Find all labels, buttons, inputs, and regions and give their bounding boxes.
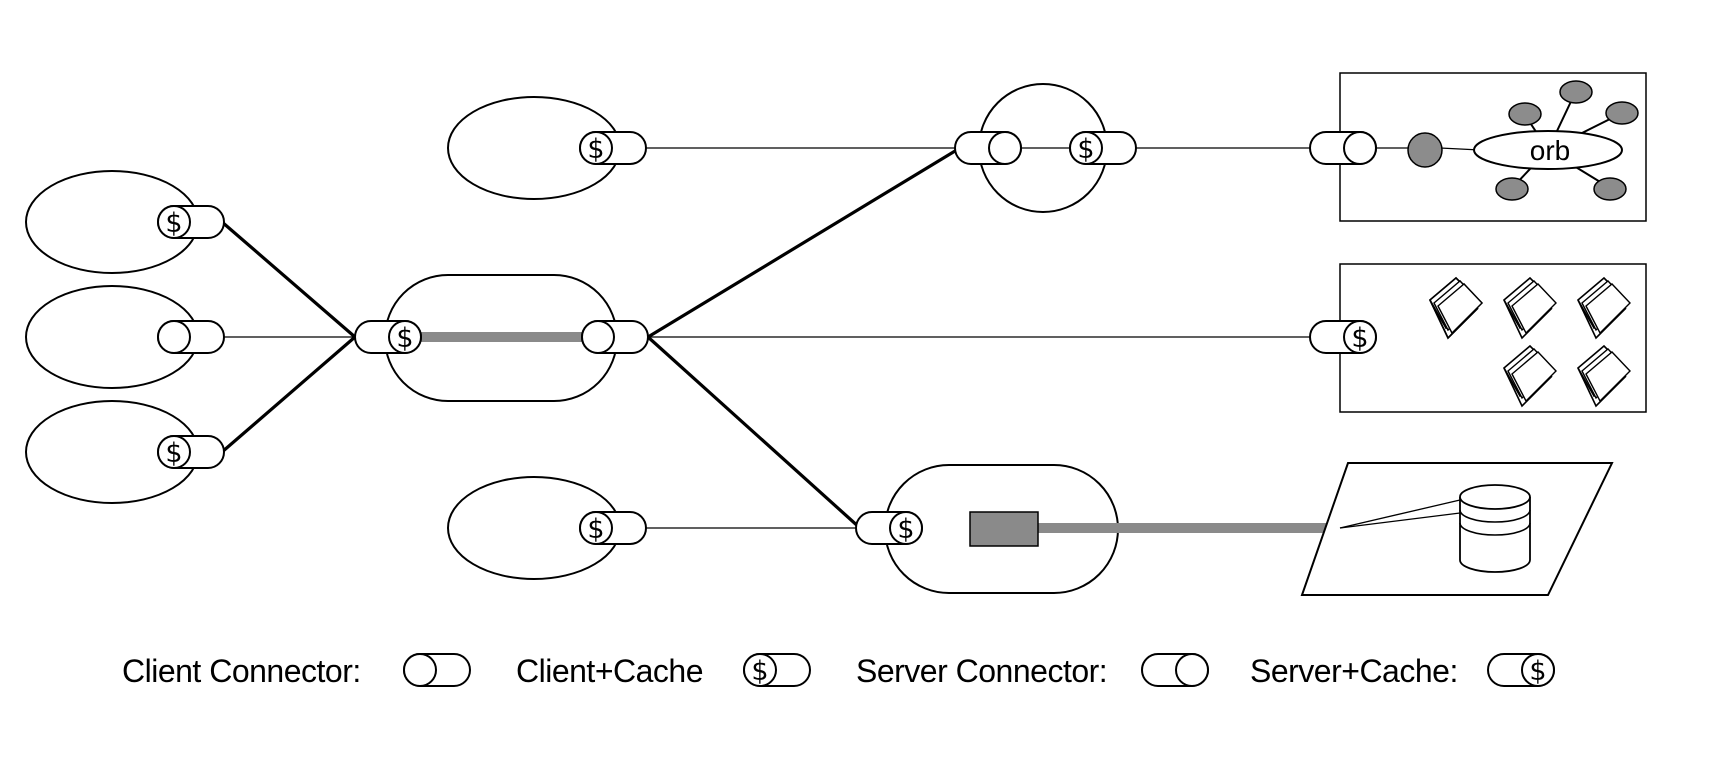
- orb-ellipse: [1473, 130, 1623, 170]
- folder-icon-5: [1576, 344, 1631, 408]
- orb-object-5: [1593, 177, 1627, 201]
- legend-server-cache-symbol: $: [1487, 653, 1555, 687]
- link-client1-to-gateway: [220, 220, 357, 339]
- svg-text:$: $: [751, 656, 768, 687]
- proxy-server-connector: [954, 131, 1022, 165]
- orb-label: orb: [1530, 135, 1570, 166]
- orb-server: orb: [1339, 72, 1647, 222]
- database-server: [1300, 462, 1614, 596]
- legend-server-cache-label: Server+Cache:: [1250, 653, 1458, 689]
- link-gateway-to-db-gateway: [646, 335, 862, 530]
- legend-server-connector-symbol: [1141, 653, 1209, 687]
- gateway-server-cache-connector: $: [354, 320, 422, 354]
- orb-object-1: [1508, 102, 1542, 126]
- link-gateway-to-proxy: [647, 146, 961, 339]
- connection-lines: [220, 146, 1310, 530]
- svg-text:$: $: [1351, 323, 1368, 354]
- legend-server-connector-label: Server Connector:: [856, 653, 1107, 689]
- svg-text:$: $: [1077, 134, 1094, 165]
- db-gateway-block: [969, 511, 1039, 547]
- svg-text:$: $: [396, 323, 413, 354]
- database-server-plane: [1300, 462, 1614, 596]
- svg-text:$: $: [587, 134, 604, 165]
- svg-text:$: $: [897, 514, 914, 545]
- legend-client-connector-label: Client Connector:: [122, 653, 361, 689]
- orb-object-4: [1495, 177, 1529, 201]
- file-server: [1339, 263, 1647, 413]
- svg-text:$: $: [165, 438, 182, 469]
- orb-object-3: [1605, 101, 1639, 125]
- svg-text:$: $: [1529, 656, 1546, 687]
- folder-icon-2: [1502, 276, 1557, 340]
- client-cache-connector-1: $: [157, 205, 225, 239]
- svg-text:$: $: [587, 514, 604, 545]
- proxy-client-cache-connector: $: [1069, 131, 1137, 165]
- legend-client-connector-symbol: [403, 653, 471, 687]
- client-connector-2: [157, 320, 225, 354]
- link-client3-to-gateway: [220, 335, 357, 454]
- orb-object-2: [1559, 80, 1593, 104]
- client-cache-connector-top: $: [579, 131, 647, 165]
- legend: Client Connector: Client+Cache $ Server …: [122, 653, 1555, 689]
- gateway-client-connector: [581, 320, 649, 354]
- orb-client-dot: [1407, 132, 1443, 168]
- client-cache-connector-3: $: [157, 435, 225, 469]
- folder-icon-3: [1576, 276, 1631, 340]
- legend-client-cache-label: Client+Cache: [516, 653, 703, 689]
- svg-text:$: $: [165, 208, 182, 239]
- file-server-cache-connector: $: [1309, 320, 1377, 354]
- client-cache-connector-bottom: $: [579, 511, 647, 545]
- folder-icon-4: [1502, 344, 1557, 408]
- legend-client-cache-symbol: $: [743, 653, 811, 687]
- orb-server-connector: [1309, 131, 1377, 165]
- db-gateway-server-cache-connector: $: [855, 511, 923, 545]
